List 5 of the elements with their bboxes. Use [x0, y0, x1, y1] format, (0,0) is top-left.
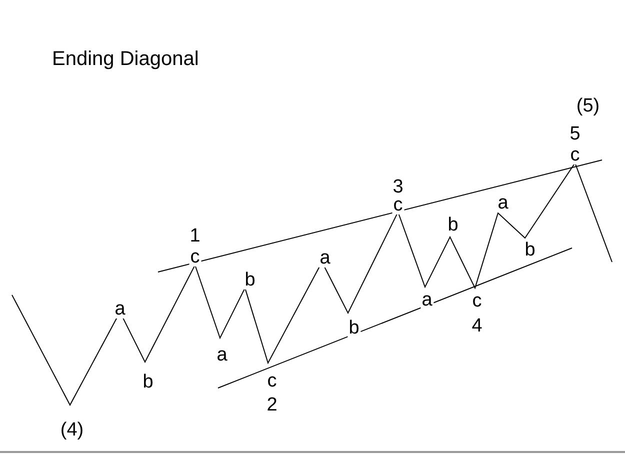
wave-label: b: [244, 270, 256, 290]
wave-label: (5): [575, 96, 601, 116]
wave-label: (4): [59, 420, 85, 440]
wave-label: b: [348, 318, 360, 338]
chart-title: Ending Diagonal: [52, 48, 199, 71]
